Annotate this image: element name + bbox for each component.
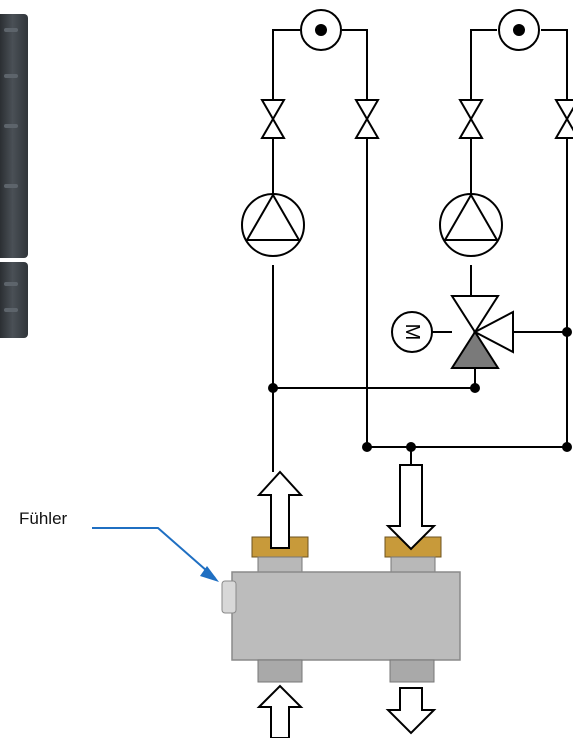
junction-dot xyxy=(562,442,572,452)
ball-valve-icon xyxy=(354,99,380,139)
controller-device-bottom xyxy=(0,262,28,338)
device-slot xyxy=(4,282,18,286)
motor-icon: M xyxy=(391,311,433,353)
junction-dot xyxy=(362,442,372,452)
device-slot xyxy=(4,28,18,32)
device-slot xyxy=(4,74,18,78)
circulation-pump-icon xyxy=(241,193,305,257)
controller-device-top xyxy=(0,14,28,258)
pipe-left-return-top xyxy=(342,29,368,100)
ball-valve-icon xyxy=(260,99,286,139)
pressure-gauge-icon xyxy=(498,9,540,51)
junction-dots xyxy=(268,327,572,452)
junction-dot xyxy=(268,383,278,393)
junction-dot xyxy=(406,442,416,452)
sensor-label: Fühler xyxy=(19,509,68,528)
flow-arrow-icon xyxy=(256,684,304,738)
pressure-gauge-icon xyxy=(300,9,342,51)
pipe-right-supply-top xyxy=(470,29,497,100)
device-slot xyxy=(4,184,18,188)
flow-arrow-icon xyxy=(385,464,437,551)
mixing-valve-icon xyxy=(450,295,514,369)
pipe-left-supply-top xyxy=(272,29,300,100)
circulation-pump-icon xyxy=(439,193,503,257)
manifold-connector-bottom-left xyxy=(257,659,303,683)
motor-label: M xyxy=(401,324,423,341)
pipe-network xyxy=(272,29,568,472)
junction-dot xyxy=(562,327,572,337)
flow-arrow-icon xyxy=(256,470,304,549)
manifold-body xyxy=(231,571,461,661)
ball-valve-icon xyxy=(458,99,484,139)
device-slot xyxy=(4,308,18,312)
pipe-right-return-top xyxy=(541,29,568,100)
junction-dot xyxy=(470,383,480,393)
ball-valve-icon xyxy=(554,99,573,139)
flow-arrow-icon xyxy=(385,687,437,735)
sensor-callout-line xyxy=(92,527,216,579)
device-slot xyxy=(4,124,18,128)
manifold-connector-bottom-right xyxy=(389,659,435,683)
sensor-callout-arrowhead xyxy=(200,566,219,582)
sensor-port xyxy=(221,580,237,614)
